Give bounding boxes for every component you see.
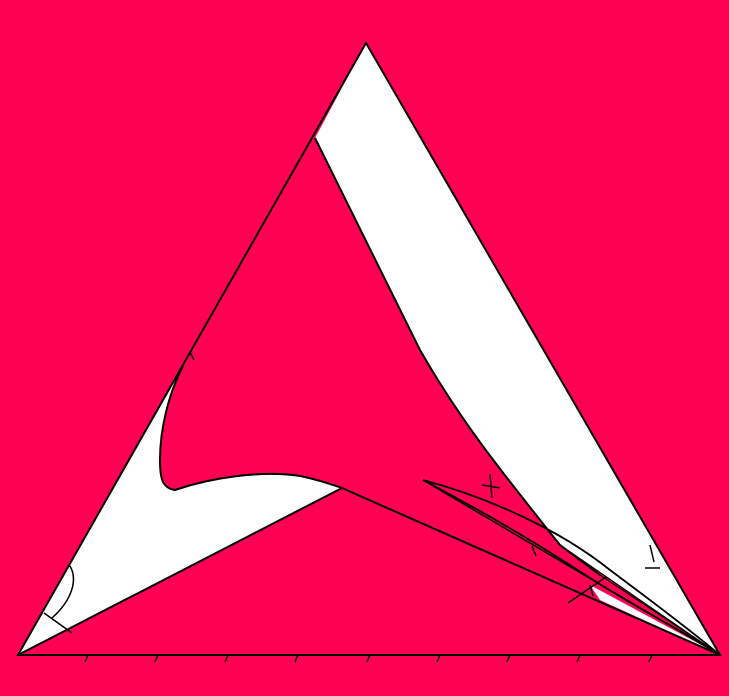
region-lower-right-sliver	[590, 585, 720, 655]
cross-mark-upper	[481, 473, 501, 499]
bottom-axis-tick	[648, 654, 653, 663]
region-left-corner	[18, 366, 342, 655]
bottom-axis-tick	[154, 654, 159, 663]
tie-line-long	[341, 487, 721, 656]
bottom-axis-tick	[294, 654, 299, 663]
tick-mark-right-edge	[645, 544, 660, 569]
tie-line-left-lower	[17, 487, 343, 656]
bottom-axis-tick	[366, 654, 371, 663]
region-right-band	[315, 43, 720, 655]
cross-mark-lower	[567, 576, 607, 604]
boundary-curve-right	[314, 137, 601, 576]
bottom-axis-tick	[576, 654, 581, 663]
lens-tie-line-1	[422, 479, 721, 656]
lens-upper-boundary	[422, 479, 721, 656]
bottom-axis-tick	[84, 654, 89, 663]
bottom-axis-tick	[506, 654, 511, 663]
tick-mark-mid	[531, 545, 537, 557]
ternary-triangle-outline	[16, 40, 722, 656]
tick-mark-left-edge	[189, 351, 195, 361]
bottom-axis-tick	[436, 654, 441, 663]
bottom-axis-tick	[224, 654, 229, 663]
lens-tie-line-3	[599, 574, 721, 656]
boundary-curve-left	[158, 365, 343, 492]
bottom-axis-ticks	[84, 654, 653, 663]
cross-mark-left	[43, 565, 75, 634]
